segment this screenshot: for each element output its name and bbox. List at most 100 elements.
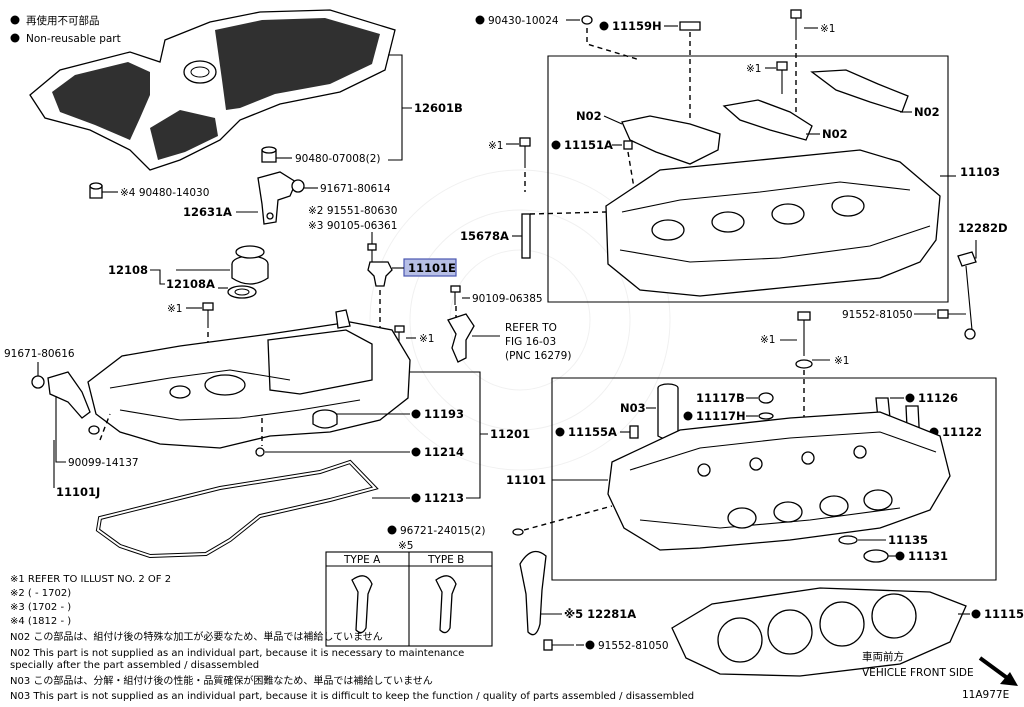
part-label-11193[interactable]: 11193 (424, 407, 464, 421)
stud-drawing (521, 213, 531, 259)
part-label-12108[interactable]: 12108 (108, 263, 148, 277)
part-label-12281a[interactable]: ※5 12281A (564, 607, 636, 621)
part-label-11117b[interactable]: 11117B (696, 391, 745, 405)
part-label-11101e[interactable]: 11101E (408, 261, 456, 275)
ref-note-1: ※1 (834, 355, 849, 367)
part-label-12282d[interactable]: 12282D (958, 221, 1008, 235)
vehicle-front-en: VEHICLE FRONT SIDE (862, 667, 974, 679)
oil-filler-cap-drawing (227, 245, 269, 299)
non-reusable-dot-icon (895, 551, 905, 561)
part-label-91671-80614[interactable]: 91671-80614 (320, 183, 391, 195)
arrow-down-right-icon (978, 656, 1018, 686)
part-label-90109-06385[interactable]: 90109-06385 (472, 293, 543, 305)
part-label-90099-14137[interactable]: 90099-14137 (68, 457, 139, 469)
footnote-2: ※2 ( - 1702) (10, 588, 71, 599)
watermark-emblem (369, 169, 671, 471)
part-label-11135[interactable]: 11135 (888, 533, 928, 547)
footnote-n03-en: N03 This part is not supplied as an indi… (10, 691, 694, 702)
seal-drawing (623, 140, 633, 150)
part-label-91671-80616[interactable]: 91671-80616 (4, 348, 75, 360)
part-label-11213[interactable]: 11213 (424, 491, 464, 505)
cylinder-head-frame (551, 377, 997, 581)
part-label-96721-24015[interactable]: 96721-24015(2) (400, 525, 485, 537)
non-reusable-dot-icon (585, 640, 595, 650)
footnote-4: ※4 (1812 - ) (10, 616, 71, 627)
non-reusable-dot-icon (555, 427, 565, 437)
head-gasket-drawing (671, 587, 967, 677)
part-label-11159h[interactable]: 11159H (612, 19, 662, 33)
part-label-11115[interactable]: 11115 (984, 607, 1024, 621)
head-cover-gasket-drawing (95, 459, 379, 559)
bolt-drawing (937, 309, 966, 319)
footnote-3: ※3 (1702 - ) (10, 602, 71, 613)
footnote-1: ※1 REFER TO ILLUST NO. 2 OF 2 (10, 574, 171, 585)
ref-note-1: ※1 (820, 23, 835, 35)
part-label-11155a[interactable]: 11155A (568, 425, 617, 439)
gasket-drawing (758, 412, 774, 420)
sensor-bracket-drawing (257, 171, 305, 225)
part-label-91552-81050-upper[interactable]: 91552-81050 (842, 309, 913, 321)
part-label-11201[interactable]: 11201 (490, 427, 530, 441)
non-reusable-dot-icon (475, 15, 485, 25)
part-label-11101[interactable]: 11101 (506, 473, 546, 487)
non-reusable-dot-icon (551, 140, 561, 150)
part-label-15678a[interactable]: 15678A (460, 229, 509, 243)
ref-note-1: ※1 (167, 303, 182, 315)
non-reusable-dot-icon (599, 21, 609, 31)
ref-note-1: ※1 (746, 63, 761, 75)
n02-label-right[interactable]: N02 (914, 105, 940, 119)
part-label-11117h[interactable]: 11117H (696, 409, 746, 423)
part-label-12631a[interactable]: 12631A (183, 205, 232, 219)
non-reusable-dot-icon (10, 15, 20, 25)
refer-to-line-3[interactable]: (PNC 16279) (505, 350, 571, 362)
oil-control-valve-drawing (31, 371, 100, 435)
part-label-11214[interactable]: 11214 (424, 445, 464, 459)
non-reusable-dot-icon (905, 393, 915, 403)
bolt-drawing (450, 285, 461, 305)
type-box: TYPE A TYPE B (325, 551, 493, 647)
ref-note-1: ※1 (419, 333, 434, 345)
part-label-11126[interactable]: 11126 (918, 391, 958, 405)
grommet-drawing (89, 146, 277, 199)
part-label-11151a[interactable]: 11151A (564, 138, 613, 152)
part-label-90105-06361[interactable]: ※3 90105-06361 (308, 220, 397, 232)
non-reusable-dot-icon (971, 609, 981, 619)
n03-label[interactable]: N03 (620, 401, 646, 415)
part-label-11131[interactable]: 11131 (908, 549, 948, 563)
ref-note-1: ※1 (488, 140, 503, 152)
n02-label-left[interactable]: N02 (576, 109, 602, 123)
oil-level-gauge-drawing (957, 251, 977, 340)
part-label-90480-07008[interactable]: 90480-07008(2) (295, 153, 380, 165)
part-label-91552-81050-lower[interactable]: 91552-81050 (598, 640, 669, 652)
non-reusable-dot-icon (411, 493, 421, 503)
part-label-11103[interactable]: 11103 (960, 165, 1000, 179)
dowel-drawing (629, 425, 639, 439)
dowel-drawing (657, 383, 679, 440)
type-a-label: TYPE A (343, 554, 381, 566)
part-label-90430-10024[interactable]: 90430-10024 (488, 15, 559, 27)
seal-plug-drawing (312, 409, 338, 429)
bolt-drawing (202, 302, 214, 328)
footnotes: ※1 REFER TO ILLUST NO. 2 OF 2 ※2 ( - 170… (10, 574, 694, 702)
part-label-11122[interactable]: 11122 (942, 425, 982, 439)
n02-label-mid[interactable]: N02 (822, 127, 848, 141)
refer-to-line-2[interactable]: FIG 16-03 (505, 336, 556, 348)
part-label-12601b[interactable]: 12601B (414, 101, 463, 115)
bearing-cap-drawing (621, 69, 909, 165)
part-label-12108a[interactable]: 12108A (166, 277, 215, 291)
refer-to-line-1[interactable]: REFER TO (505, 322, 557, 334)
engine-cover-drawing (29, 9, 396, 171)
part-label-91551-80630[interactable]: ※2 91551-80630 (308, 205, 397, 217)
gasket-drawing (512, 528, 524, 536)
part-label-90480-14030[interactable]: ※4 90480-14030 (120, 187, 209, 199)
legend: 再使用不可部品 Non-reusable part (10, 14, 121, 45)
footnote-n02-en-1: N02 This part is not supplied as an indi… (10, 648, 464, 659)
footnote-n02-en-2: specially after the part assembled / dis… (10, 660, 259, 671)
legend-jp: 再使用不可部品 (26, 14, 100, 27)
ref-note-1: ※1 (760, 334, 775, 346)
part-label-11101j[interactable]: 11101J (56, 485, 100, 499)
non-reusable-dot-icon (10, 33, 20, 43)
bolt-drawing (367, 243, 377, 262)
plug-drawing (255, 447, 265, 457)
